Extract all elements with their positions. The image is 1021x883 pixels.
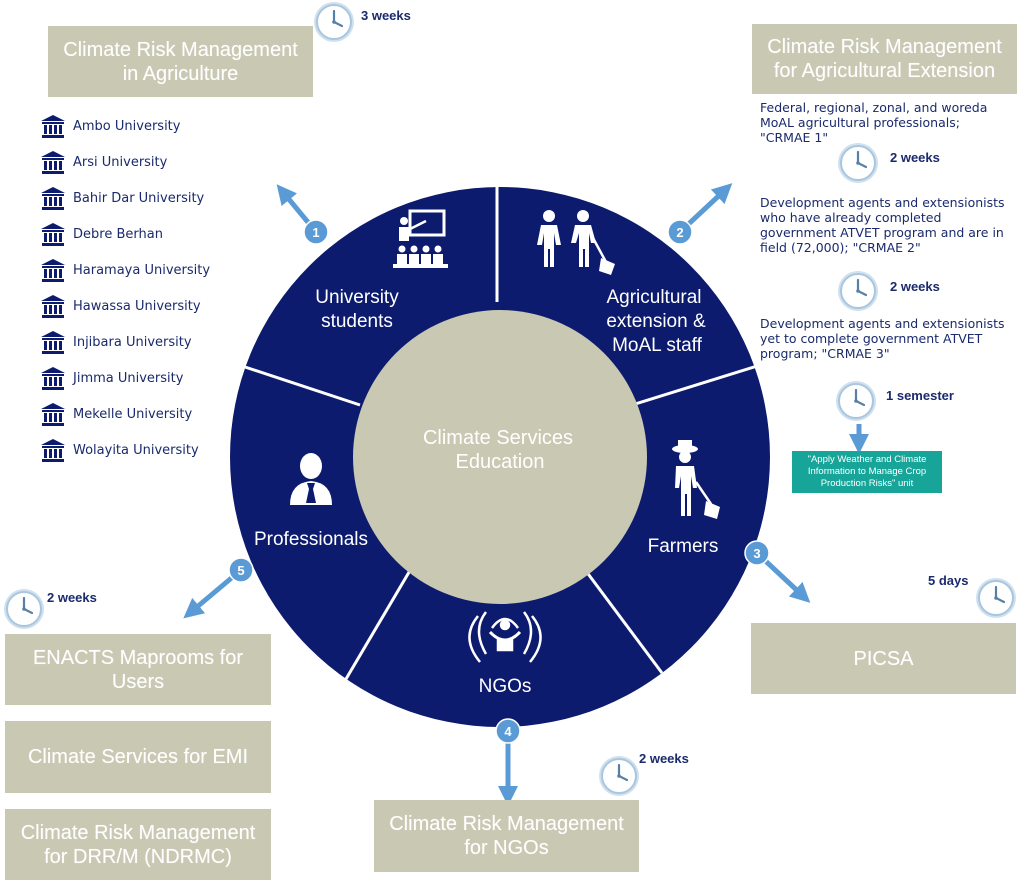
badge-1: 1 xyxy=(303,219,329,245)
university-building-icon xyxy=(41,403,65,426)
svg-text:2: 2 xyxy=(676,225,683,240)
university-name: Haramaya University xyxy=(73,262,211,278)
list-item: Jimma University xyxy=(40,360,210,396)
crmae-description-2: Development agents and extensionists who… xyxy=(760,195,1005,255)
list-item: Arsi University xyxy=(40,144,210,180)
crmae-description-3: Development agents and extensionists yet… xyxy=(760,316,1005,361)
clock-icon xyxy=(974,576,1018,620)
university-name: Hawassa University xyxy=(73,298,201,314)
university-name: Jimma University xyxy=(73,370,184,386)
clock-icon xyxy=(836,269,880,313)
duration-crmae-2: 2 weeks xyxy=(890,279,940,294)
duration-picsa: 5 days xyxy=(928,573,969,588)
center-label-line-1: Climate Services xyxy=(423,427,573,449)
badge-2: 2 xyxy=(667,219,693,245)
university-building-icon xyxy=(41,151,65,174)
clock-icon xyxy=(597,754,641,798)
segment-label-professionals: Professionals xyxy=(254,529,368,550)
university-building-icon xyxy=(41,295,65,318)
professional-person-icon xyxy=(290,453,332,505)
segment-label-university-1: University xyxy=(315,287,399,308)
svg-text:3: 3 xyxy=(753,546,760,561)
clock-icon xyxy=(836,141,880,185)
university-building-icon xyxy=(41,115,65,138)
segment-label-extension-2: extension & xyxy=(606,311,706,332)
badge-5: 5 xyxy=(228,557,254,583)
un-emblem-icon xyxy=(468,611,542,663)
badge-4: 4 xyxy=(495,718,521,744)
university-name: Arsi University xyxy=(73,154,168,170)
course-box-enacts: ENACTS Maprooms for Users xyxy=(5,634,271,705)
course-box-ngos: Climate Risk Management for NGOs xyxy=(374,800,639,872)
university-name: Ambo University xyxy=(73,118,181,134)
university-name: Injibara University xyxy=(73,334,192,350)
segment-label-extension-3: MoAL staff xyxy=(612,335,702,356)
svg-text:5: 5 xyxy=(237,563,244,578)
duration-crmae-3: 1 semester xyxy=(886,388,954,403)
duration-crmae-1: 2 weeks xyxy=(890,150,940,165)
university-building-icon xyxy=(41,367,65,390)
farmer-icon xyxy=(672,440,720,519)
course-box-emi: Climate Services for EMI xyxy=(5,721,271,793)
university-list: Ambo University Arsi University Bahir Da… xyxy=(40,108,210,468)
extension-workers-icon xyxy=(537,210,615,275)
clock-icon xyxy=(312,0,356,44)
segment-label-university-2: students xyxy=(321,311,393,332)
duration-crma: 3 weeks xyxy=(361,8,411,23)
clock-icon xyxy=(834,379,878,423)
university-name: Mekelle University xyxy=(73,406,193,422)
list-item: Injibara University xyxy=(40,324,210,360)
course-box-picsa: PICSA xyxy=(751,623,1016,694)
center-label-line-2: Education xyxy=(456,451,545,473)
university-name: Bahir Dar University xyxy=(73,190,205,206)
university-building-icon xyxy=(41,223,65,246)
list-item: Haramaya University xyxy=(40,252,210,288)
list-item: Ambo University xyxy=(40,108,210,144)
course-box-drr: Climate Risk Management for DRR/M (NDRMC… xyxy=(5,809,271,880)
unit-box: "Apply Weather and Climate Information t… xyxy=(792,451,942,493)
center-circle xyxy=(353,310,647,604)
crmae-description-1: Federal, regional, zonal, and woreda MoA… xyxy=(760,100,988,145)
university-name: Debre Berhan xyxy=(73,226,163,242)
svg-text:1: 1 xyxy=(312,225,319,240)
university-building-icon xyxy=(41,439,65,462)
course-box-crma: Climate Risk Management in Agriculture xyxy=(48,26,313,97)
ring-dividers xyxy=(229,187,771,680)
university-building-icon xyxy=(41,259,65,282)
university-building-icon xyxy=(41,331,65,354)
clock-icon xyxy=(2,587,46,631)
duration-ngos: 2 weeks xyxy=(639,751,689,766)
course-box-crmae: Climate Risk Management for Agricultural… xyxy=(752,24,1017,94)
university-name: Wolayita University xyxy=(73,442,199,458)
list-item: Hawassa University xyxy=(40,288,210,324)
university-building-icon xyxy=(41,187,65,210)
list-item: Mekelle University xyxy=(40,396,210,432)
classroom-icon xyxy=(393,209,448,268)
svg-text:4: 4 xyxy=(504,724,512,739)
list-item: Bahir Dar University xyxy=(40,180,210,216)
segment-label-farmers: Farmers xyxy=(648,536,719,557)
list-item: Debre Berhan xyxy=(40,216,210,252)
segment-label-ngos: NGOs xyxy=(479,676,532,697)
list-item: Wolayita University xyxy=(40,432,210,468)
badge-3: 3 xyxy=(744,540,770,566)
duration-enacts: 2 weeks xyxy=(47,590,97,605)
segment-label-extension-1: Agricultural xyxy=(606,287,701,308)
